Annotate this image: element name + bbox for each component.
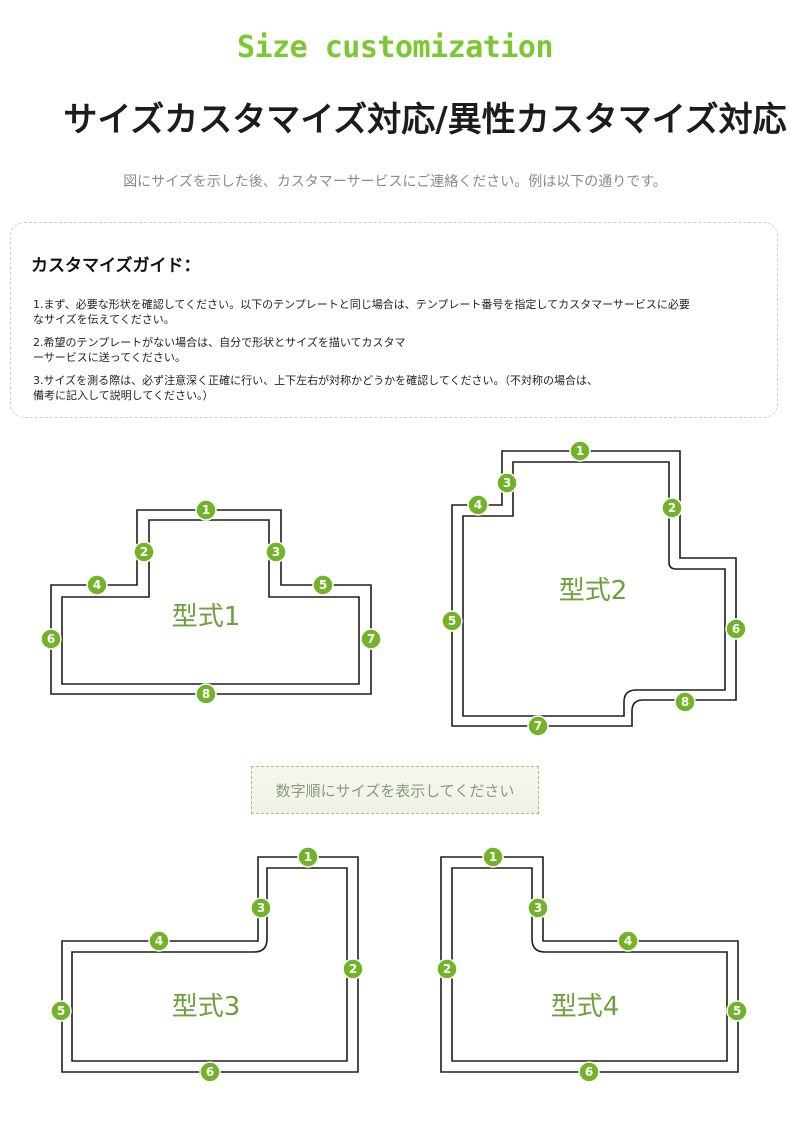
template-1-marker-8-label: 8	[202, 687, 210, 701]
subtitle: 図にサイズを示した後、カスタマーサービスにご連絡ください。例は以下の通りです。	[123, 174, 667, 190]
template-3-marker-4-dot	[148, 930, 170, 952]
template-4-marker-5-label: 5	[733, 1004, 741, 1018]
guide-item-2-line-2: ーサービスに送ってください。	[33, 351, 186, 364]
template-2-marker-5-label: 5	[448, 614, 456, 628]
template-4-marker-6-dot	[578, 1061, 600, 1083]
guide-item-1-line-2: なサイズを伝えてください。	[33, 313, 175, 326]
template-2-marker-4-label: 4	[474, 498, 482, 512]
template-1-marker-1-dot	[195, 499, 217, 521]
template-1-marker-7-dot	[360, 628, 382, 650]
guide-item-1-line-1: 1.まず、必要な形状を確認してください。以下のテンプレートと同じ場合は、テンプレ…	[33, 298, 690, 311]
template-4-markers: 1 2 3 4 5 6	[436, 846, 748, 1083]
template-2-marker-5-dot	[441, 610, 463, 632]
template-1-marker-6-label: 6	[47, 632, 55, 646]
template-3-marker-5-label: 5	[57, 1004, 65, 1018]
template-3-marker-3-dot	[250, 897, 272, 919]
template-1-marker-1-label: 1	[202, 503, 210, 517]
template-4-marker-1-dot	[482, 846, 504, 868]
template-1-marker-4-label: 4	[93, 578, 101, 592]
template-2-name: 型式2	[559, 576, 628, 606]
title-japanese: サイズカスタマイズ対応/異性カスタマイズ対応	[63, 100, 787, 140]
template-2-marker-2-label: 2	[668, 501, 676, 515]
template-1-marker-4-dot	[86, 574, 108, 596]
template-3: 型式3 1 2 3 4 5 6	[50, 846, 364, 1083]
template-2-marker-1-label: 1	[576, 444, 584, 458]
guide-item-3-line-1: 3.サイズを測る際は、必ず注意深く正確に行い、上下左右が対称かどうかを確認してく…	[33, 374, 599, 387]
template-2-outer-outline	[451, 450, 737, 727]
template-3-marker-5-dot	[50, 1000, 72, 1022]
template-4-marker-6-label: 6	[585, 1065, 593, 1079]
customization-guide: カスタマイズガイド： 1.まず、必要な形状を確認してください。以下のテンプレート…	[10, 222, 778, 418]
template-1-marker-5-dot	[312, 574, 334, 596]
template-3-name: 型式3	[172, 992, 241, 1022]
template-2-marker-8-dot	[674, 691, 696, 713]
template-1: 型式1 1 2 3 4 5 6 7 8	[40, 499, 382, 705]
size-order-note: 数字順にサイズを表示してください	[251, 766, 539, 814]
template-3-marker-4-label: 4	[155, 934, 163, 948]
template-4: 型式4 1 2 3 4 5 6	[436, 846, 748, 1083]
template-3-marker-2-dot	[342, 958, 364, 980]
template-4-marker-1-label: 1	[489, 850, 497, 864]
template-3-marker-6-label: 6	[206, 1065, 214, 1079]
guide-item-3-line-2: 備考に記入して説明してください。）	[33, 389, 214, 402]
template-2-marker-1-dot	[569, 440, 591, 462]
template-2-marker-6-dot	[725, 618, 747, 640]
template-2-marker-8-label: 8	[681, 695, 689, 709]
template-4-marker-3-dot	[527, 897, 549, 919]
template-2-inner-outline	[462, 461, 726, 717]
template-2-marker-6-label: 6	[732, 622, 740, 636]
template-2-marker-2-dot	[661, 497, 683, 519]
template-2: 型式2 1 2 3 4 5 6 7 8	[441, 440, 747, 737]
template-4-outer-outline	[440, 856, 739, 1073]
template-1-marker-3-dot	[265, 541, 287, 563]
template-3-marker-2-label: 2	[349, 962, 357, 976]
template-2-marker-3-label: 3	[503, 476, 511, 490]
template-3-marker-3-label: 3	[257, 901, 265, 915]
template-2-marker-4-dot	[467, 494, 489, 516]
guide-item-2-line-1: 2.希望のテンプレートがない場合は、自分で形状とサイズを描いてカスタマ	[33, 336, 406, 349]
template-1-marker-2-label: 2	[140, 545, 148, 559]
guide-item-3: 3.サイズを測る際は、必ず注意深く正確に行い、上下左右が対称かどうかを確認してく…	[33, 373, 598, 403]
template-3-markers: 1 2 3 4 5 6	[50, 846, 364, 1083]
template-2-marker-3-dot	[496, 472, 518, 494]
title-english: Size customization	[236, 30, 554, 65]
template-3-inner-outline	[71, 867, 348, 1062]
template-4-name: 型式4	[551, 992, 620, 1022]
guide-title: カスタマイズガイド：	[31, 256, 201, 276]
template-4-marker-4-dot	[617, 930, 639, 952]
template-4-marker-5-dot	[726, 1000, 748, 1022]
template-1-marker-2-dot	[133, 541, 155, 563]
template-1-outer-outline	[50, 509, 372, 695]
template-1-marker-6-dot	[40, 628, 62, 650]
template-4-marker-4-label: 4	[624, 934, 632, 948]
template-4-inner-outline	[451, 867, 728, 1062]
template-1-marker-7-label: 7	[367, 632, 375, 646]
template-3-marker-1-label: 1	[304, 850, 312, 864]
template-2-marker-7-label: 7	[534, 719, 542, 733]
template-1-markers: 1 2 3 4 5 6 7 8	[40, 499, 382, 705]
template-2-markers: 1 2 3 4 5 6 7 8	[441, 440, 747, 737]
template-3-outer-outline	[61, 856, 359, 1073]
template-1-marker-8-dot	[195, 683, 217, 705]
template-4-marker-2-dot	[436, 958, 458, 980]
template-1-marker-5-label: 5	[319, 578, 327, 592]
guide-item-2: 2.希望のテンプレートがない場合は、自分で形状とサイズを描いてカスタマ ーサービ…	[33, 335, 406, 365]
template-3-marker-1-dot	[297, 846, 319, 868]
template-3-marker-6-dot	[199, 1061, 221, 1083]
guide-item-1: 1.まず、必要な形状を確認してください。以下のテンプレートと同じ場合は、テンプレ…	[33, 297, 690, 327]
template-1-marker-3-label: 3	[272, 545, 280, 559]
template-2-marker-7-dot	[527, 715, 549, 737]
template-1-name: 型式1	[172, 602, 241, 632]
template-4-marker-3-label: 3	[534, 901, 542, 915]
template-4-marker-2-label: 2	[443, 962, 451, 976]
